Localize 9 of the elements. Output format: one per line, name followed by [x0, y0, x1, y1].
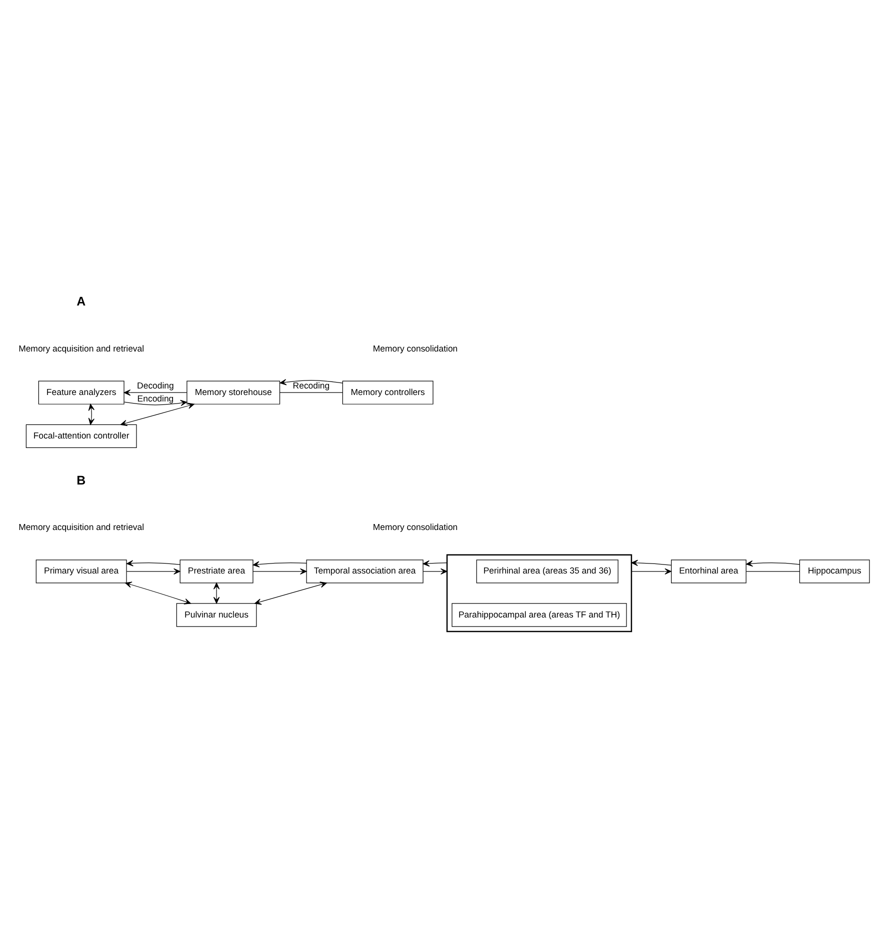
edge-label: Encoding	[137, 392, 174, 403]
label: Memory acquisition and retrieval	[18, 522, 144, 532]
label: A	[76, 294, 86, 308]
label: B	[76, 472, 86, 487]
edge-label: Decoding	[137, 380, 174, 390]
edge-label: Recoding	[292, 380, 330, 390]
label: Memory consolidation	[372, 342, 458, 353]
label: Memory acquisition and retrieval	[18, 342, 144, 353]
label: Memory consolidation	[372, 522, 458, 532]
